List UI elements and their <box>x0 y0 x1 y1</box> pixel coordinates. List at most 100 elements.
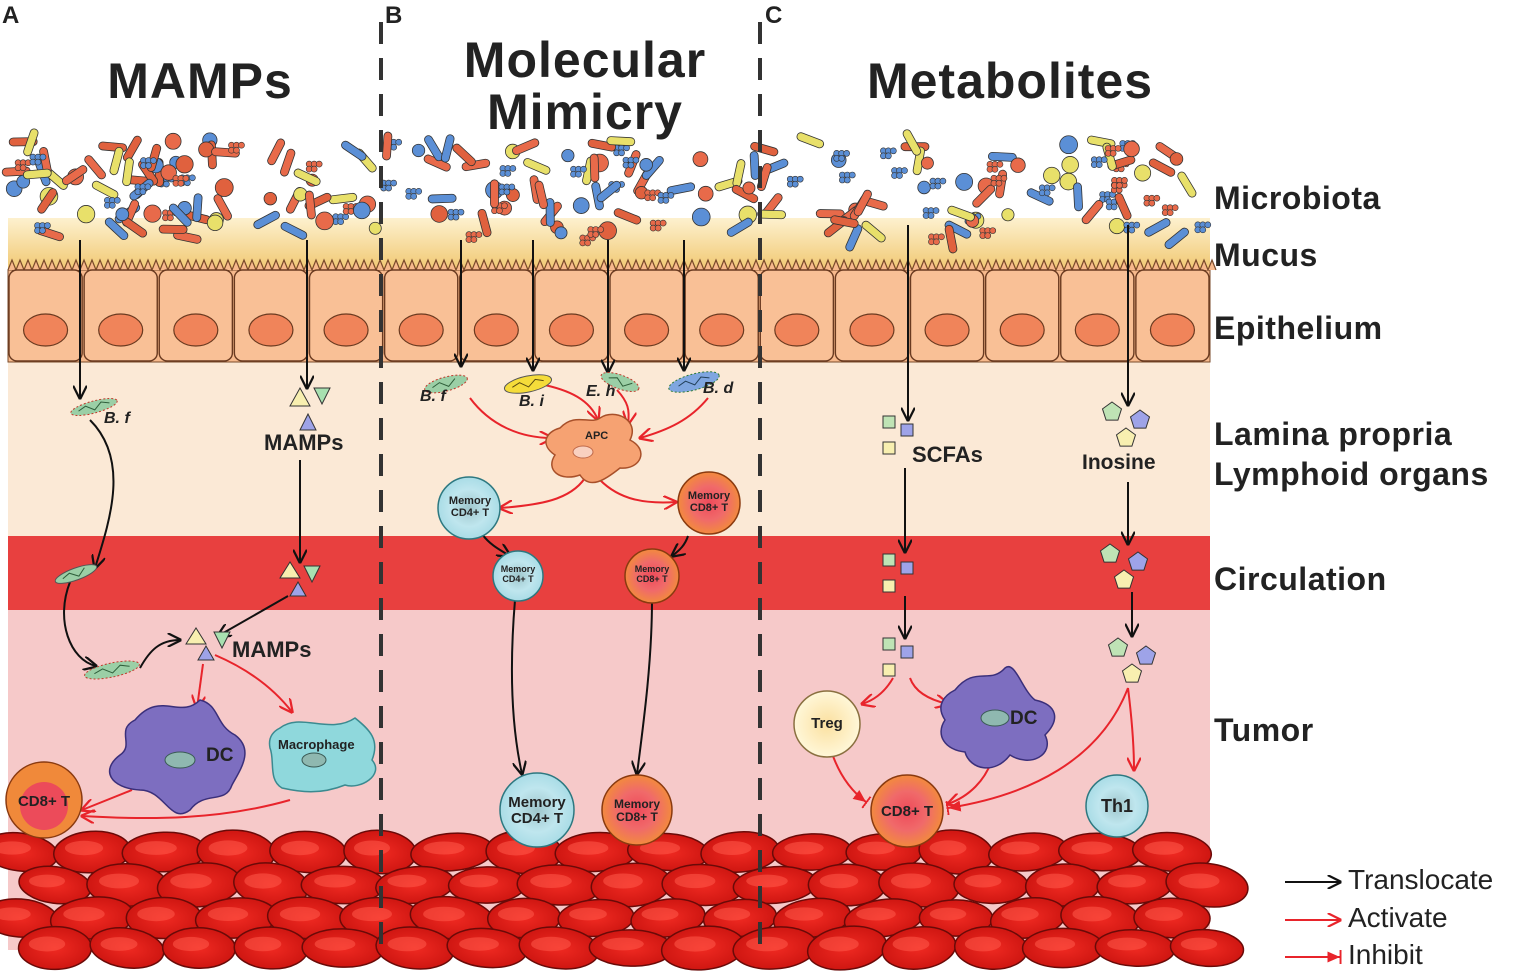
cluster-bacterium <box>44 222 51 229</box>
label-dc-c: DC <box>1010 708 1038 729</box>
cluster-bacterium <box>597 226 605 233</box>
tumor-cell-highlight <box>244 873 282 889</box>
coccus-bacterium <box>76 205 96 224</box>
rod-bacterium <box>749 151 760 180</box>
tumor-cell-highlight <box>746 874 788 888</box>
layer-lymphoid-organs: Lymphoid organs <box>1214 456 1489 492</box>
tumor-cell-highlight <box>567 841 609 855</box>
cluster-bacterium <box>849 171 856 179</box>
tumor-cell-highlight <box>1144 841 1184 855</box>
tumor-cell-highlight <box>929 907 967 921</box>
scfa-square-yellow <box>882 441 896 455</box>
epithelial-nucleus <box>1074 313 1120 347</box>
coccus-bacterium <box>561 148 575 163</box>
tumor-cell-highlight <box>639 841 681 855</box>
tumor-cell-highlight <box>64 840 104 856</box>
coccus-bacterium <box>368 221 382 235</box>
cluster-bacterium <box>496 207 503 215</box>
rod-bacterium <box>213 194 232 221</box>
cluster-bacterium <box>838 155 845 162</box>
cluster-bacterium <box>791 180 799 188</box>
inosine-yellow <box>1113 569 1135 589</box>
cluster-bacterium <box>1114 145 1122 152</box>
rod-bacterium <box>732 159 746 188</box>
tumor-cell-highlight <box>0 907 31 921</box>
rod-bacterium <box>490 179 499 209</box>
cluster-bacterium <box>39 153 47 161</box>
cluster-bacterium <box>632 156 640 164</box>
cluster-bacterium <box>592 231 600 238</box>
coccus-bacterium <box>263 191 277 206</box>
cluster-bacterium <box>938 233 945 241</box>
epithelial-nucleus <box>1149 313 1196 347</box>
cluster-bacterium <box>19 164 27 172</box>
dc-cell-a <box>108 699 246 815</box>
cluster-bacterium <box>667 192 675 199</box>
cluster-bacterium <box>1000 174 1008 182</box>
cluster-bacterium <box>584 239 591 247</box>
cluster-bacterium <box>796 175 804 183</box>
rod-bacterium <box>587 138 617 152</box>
panel-b-arrows <box>461 240 709 774</box>
rod-bacterium <box>830 215 859 228</box>
tumor-cell-highlight <box>353 840 391 856</box>
rod-bacterium <box>109 146 124 176</box>
rod-bacterium <box>168 203 192 227</box>
cluster-bacterium <box>989 227 997 234</box>
cluster-bacterium <box>315 160 323 168</box>
tumor-cell-highlight <box>280 840 320 856</box>
tumor-cell-highlight <box>314 937 356 951</box>
label-bd: B. d <box>703 380 734 397</box>
cluster-bacterium <box>649 194 657 202</box>
mamps-triangles-lp <box>289 386 331 431</box>
tumor-cell-highlight <box>1108 874 1146 888</box>
coccus-bacterium <box>1043 166 1061 185</box>
rod-bacterium <box>666 182 696 196</box>
rod-bacterium <box>757 209 787 220</box>
legend-translocate: Translocate <box>1348 864 1494 895</box>
cluster-bacterium <box>114 197 121 204</box>
bacterium-eh <box>600 372 640 392</box>
cluster-bacterium <box>1204 221 1212 229</box>
cluster-bacterium <box>1128 226 1136 234</box>
cluster-bacterium <box>39 227 46 234</box>
coccus-bacterium <box>353 201 371 220</box>
rod-bacterium <box>512 138 540 156</box>
coccus-bacterium <box>742 181 756 195</box>
label-mamps-lp: MAMPs <box>264 430 344 455</box>
cluster-bacterium <box>385 184 392 192</box>
tumor-cell-highlight <box>351 906 393 922</box>
tumor-cell-highlight <box>1001 907 1039 921</box>
cd8-cell-c <box>870 774 944 848</box>
tumor-cell-highlight <box>784 907 824 921</box>
tumor-cell-highlight <box>137 906 175 922</box>
scfa-molecules <box>882 415 914 677</box>
epithelial-nucleus <box>924 313 970 347</box>
cluster-bacterium <box>662 197 670 204</box>
rod-bacterium <box>613 208 642 225</box>
label-scfas: SCFAs <box>912 442 983 467</box>
panel-title-c: Metabolites <box>866 53 1154 109</box>
cluster-bacterium <box>504 170 512 177</box>
cluster-bacterium <box>1199 226 1207 234</box>
rod-bacterium <box>22 168 52 180</box>
cluster-bacterium <box>575 170 582 178</box>
rod-bacterium <box>796 132 825 149</box>
tumor-cell-highlight <box>531 936 571 952</box>
epithelial-nucleus <box>173 313 219 347</box>
coccus-bacterium <box>692 151 709 167</box>
tumor-cell-highlight <box>1034 937 1076 951</box>
cluster-bacterium <box>1121 177 1128 184</box>
epithelial-nucleus <box>548 313 595 347</box>
rod-bacterium <box>37 188 58 214</box>
tumor-cell-highlight <box>459 874 499 888</box>
coccus-bacterium <box>572 197 590 214</box>
tumor-cell-highlight <box>1107 937 1147 951</box>
rod-bacterium <box>987 151 1017 162</box>
panel-letter-a: A <box>2 2 20 29</box>
tumor-cell-highlight <box>28 936 66 952</box>
legend-inhibit: Inhibit <box>1348 939 1423 970</box>
scfa-square-yellow <box>882 579 896 593</box>
cluster-bacterium <box>189 174 196 182</box>
bacterium-bi <box>503 374 553 394</box>
